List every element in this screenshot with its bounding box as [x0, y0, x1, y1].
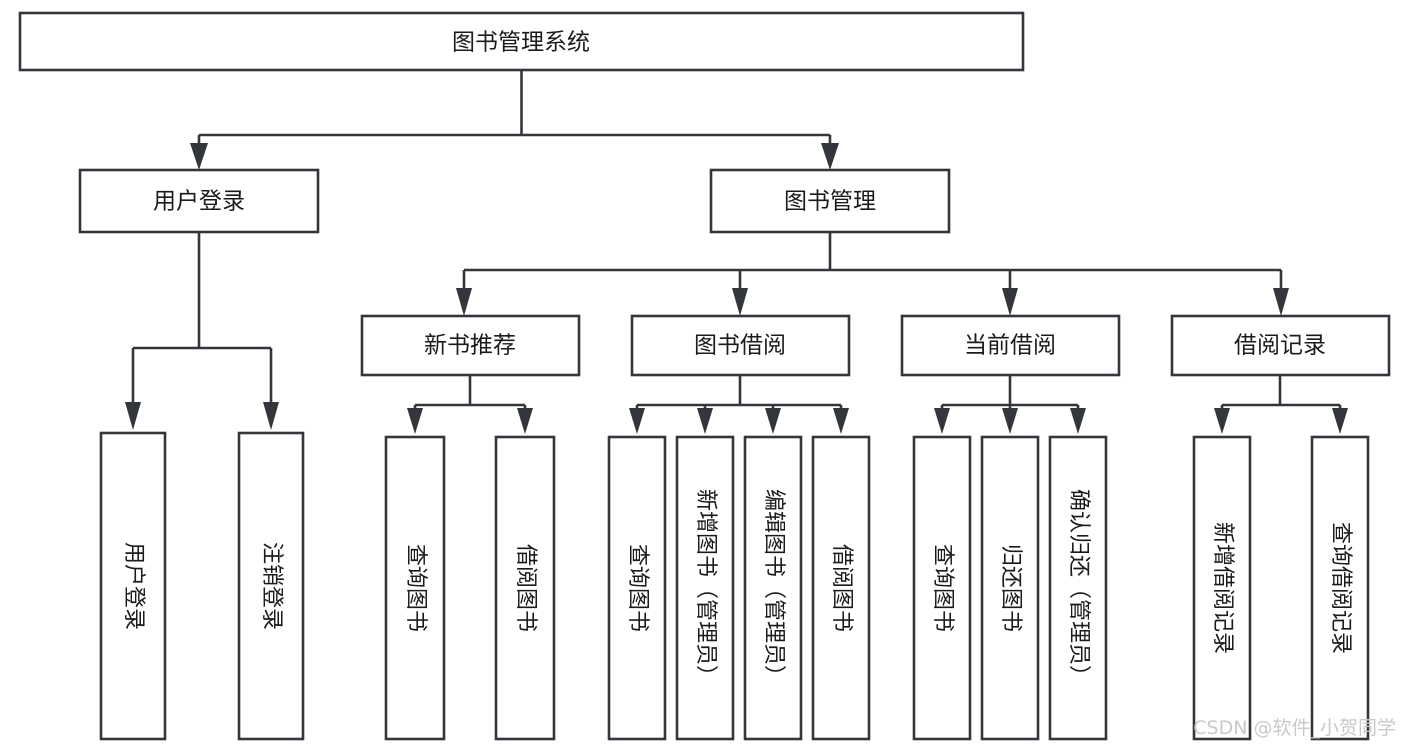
node-leaf-query-book-a[interactable]: 查询图书	[384, 435, 446, 741]
node-book-manage[interactable]: 图书管理	[709, 168, 951, 234]
node-leaf-borrow-book-a-label: 借阅图书	[513, 544, 538, 632]
node-leaf-confirm-return-label: 确认归还（管理员）	[1066, 489, 1091, 687]
node-leaf-user-login[interactable]: 用户登录	[99, 431, 167, 741]
connector-layer	[125, 70, 1348, 434]
node-leaf-query-book-a-label: 查询图书	[403, 544, 428, 632]
node-leaf-query-book-b[interactable]: 查询图书	[607, 435, 667, 741]
node-leaf-add-record-label: 新增借阅记录	[1210, 522, 1235, 654]
arrow-to-leaf-confirm-return	[1070, 408, 1086, 434]
arrow-to-leaf-borrow-book-a	[517, 408, 533, 434]
arrow-to-leaf-logout	[263, 402, 279, 430]
node-leaf-logout[interactable]: 注销登录	[237, 431, 305, 741]
node-book-borrow[interactable]: 图书借阅	[630, 314, 851, 377]
node-leaf-query-book-c[interactable]: 查询图书	[912, 435, 972, 741]
node-new-book-rec-label: 新书推荐	[424, 333, 516, 359]
node-book-borrow-label: 图书借阅	[694, 333, 786, 359]
node-leaf-query-record-label: 查询借阅记录	[1328, 522, 1353, 654]
node-leaf-return-book[interactable]: 归还图书	[980, 435, 1040, 741]
node-root-label: 图书管理系统	[452, 30, 590, 56]
node-leaf-logout-label: 注销登录	[259, 542, 284, 630]
node-leaf-return-book-label: 归还图书	[998, 544, 1023, 632]
node-leaf-add-record[interactable]: 新增借阅记录	[1192, 435, 1252, 741]
arrow-to-book-borrow	[732, 288, 748, 316]
node-leaf-confirm-return[interactable]: 确认归还（管理员）	[1048, 435, 1108, 741]
arrow-to-leaf-edit-book	[765, 408, 781, 434]
arrow-to-leaf-query-book-c	[934, 408, 950, 434]
node-borrow-record[interactable]: 借阅记录	[1170, 314, 1391, 377]
node-new-book-rec[interactable]: 新书推荐	[360, 314, 581, 377]
arrow-to-leaf-query-record	[1332, 408, 1348, 434]
node-leaf-borrow-book-b[interactable]: 借阅图书	[811, 435, 871, 741]
node-book-manage-label: 图书管理	[784, 189, 876, 215]
node-leaf-query-book-c-label: 查询图书	[930, 544, 955, 632]
arrow-to-leaf-user-login	[125, 402, 141, 430]
node-leaf-edit-book-label: 编辑图书（管理员）	[761, 489, 786, 687]
node-leaf-add-book-label: 新增图书（管理员）	[693, 489, 718, 687]
watermark: CSDN @软件_小贺同学	[1193, 717, 1396, 739]
arrow-to-current-borrow	[1002, 288, 1018, 316]
node-leaf-borrow-book-b-label: 借阅图书	[829, 544, 854, 632]
arrow-to-leaf-query-book-b	[629, 408, 645, 434]
node-leaf-add-book[interactable]: 新增图书（管理员）	[675, 435, 735, 741]
node-user-login-label: 用户登录	[153, 189, 245, 215]
node-current-borrow-label: 当前借阅	[964, 333, 1056, 359]
arrow-to-leaf-return-book	[1002, 408, 1018, 434]
arrow-to-user-login	[190, 143, 208, 170]
arrow-to-book-manage	[821, 143, 839, 170]
arrow-to-leaf-add-record	[1214, 408, 1230, 434]
arrow-to-leaf-borrow-book-b	[833, 408, 849, 434]
node-current-borrow[interactable]: 当前借阅	[900, 314, 1121, 377]
node-leaf-user-login-label: 用户登录	[121, 542, 146, 630]
arrow-to-leaf-query-book-a	[407, 408, 423, 434]
node-leaf-borrow-book-a[interactable]: 借阅图书	[494, 435, 556, 741]
arrow-to-new-book-rec	[456, 288, 472, 316]
arrow-to-leaf-add-book	[697, 408, 713, 434]
node-leaf-query-record[interactable]: 查询借阅记录	[1310, 435, 1370, 741]
node-user-login[interactable]: 用户登录	[78, 168, 320, 234]
node-borrow-record-label: 借阅记录	[1234, 333, 1326, 359]
node-leaf-edit-book[interactable]: 编辑图书（管理员）	[743, 435, 803, 741]
node-leaf-query-book-b-label: 查询图书	[625, 544, 650, 632]
arrow-to-borrow-record	[1273, 288, 1289, 316]
node-root[interactable]: 图书管理系统	[18, 11, 1025, 72]
